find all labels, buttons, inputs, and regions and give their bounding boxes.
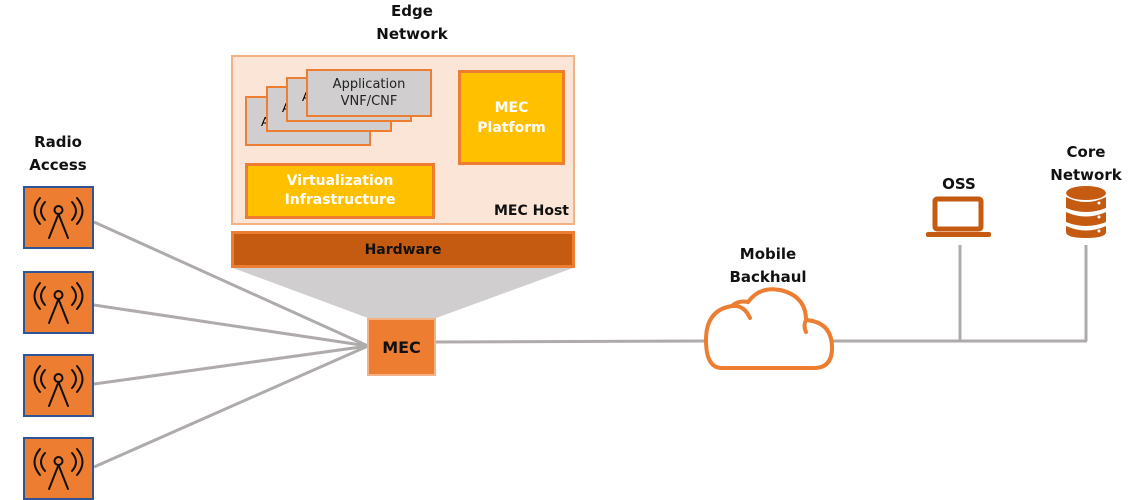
mobile-backhaul-label: Mobile Backhaul [729,245,807,286]
radio-tower-icon [33,448,84,490]
radio-site[interactable] [23,186,94,249]
link-radio-2-mec [93,303,369,348]
mec-host-title: MEC Host [493,203,569,219]
radio-site[interactable] [23,354,94,417]
application-card: Application VNF/CNF [306,69,432,117]
application-label: Application [332,77,406,92]
cloud-icon [703,287,835,370]
link-mec-backhaul [435,339,707,344]
radio-site[interactable] [23,437,94,500]
hardware-funnel [233,268,573,318]
radio-tower-icon [33,282,84,324]
link-radio-1-mec [93,220,369,348]
virtualization-infrastructure: Virtualization Infrastructure [245,163,435,219]
database-icon [1066,186,1106,238]
radio-site[interactable] [23,271,94,334]
mec-host: A A A Application VNF/CNF MEC Platform V… [231,55,575,225]
radio-access-label: Radio Access [29,133,87,174]
mec-platform: MEC Platform [458,70,565,165]
laptop-icon [926,196,991,237]
link-radio-3-mec [93,344,369,386]
mec-node[interactable]: MEC [367,318,436,376]
vnf-cnf-label: VNF/CNF [340,94,398,109]
edge-network-label: Edge Network [376,2,448,43]
radio-tower-icon [33,365,84,407]
oss-label: OSS [942,175,976,193]
hardware-bar: Hardware [231,231,575,268]
core-network-label: Core Network [1050,143,1122,184]
radio-tower-icon [33,197,84,239]
link-radio-4-mec [93,344,369,469]
